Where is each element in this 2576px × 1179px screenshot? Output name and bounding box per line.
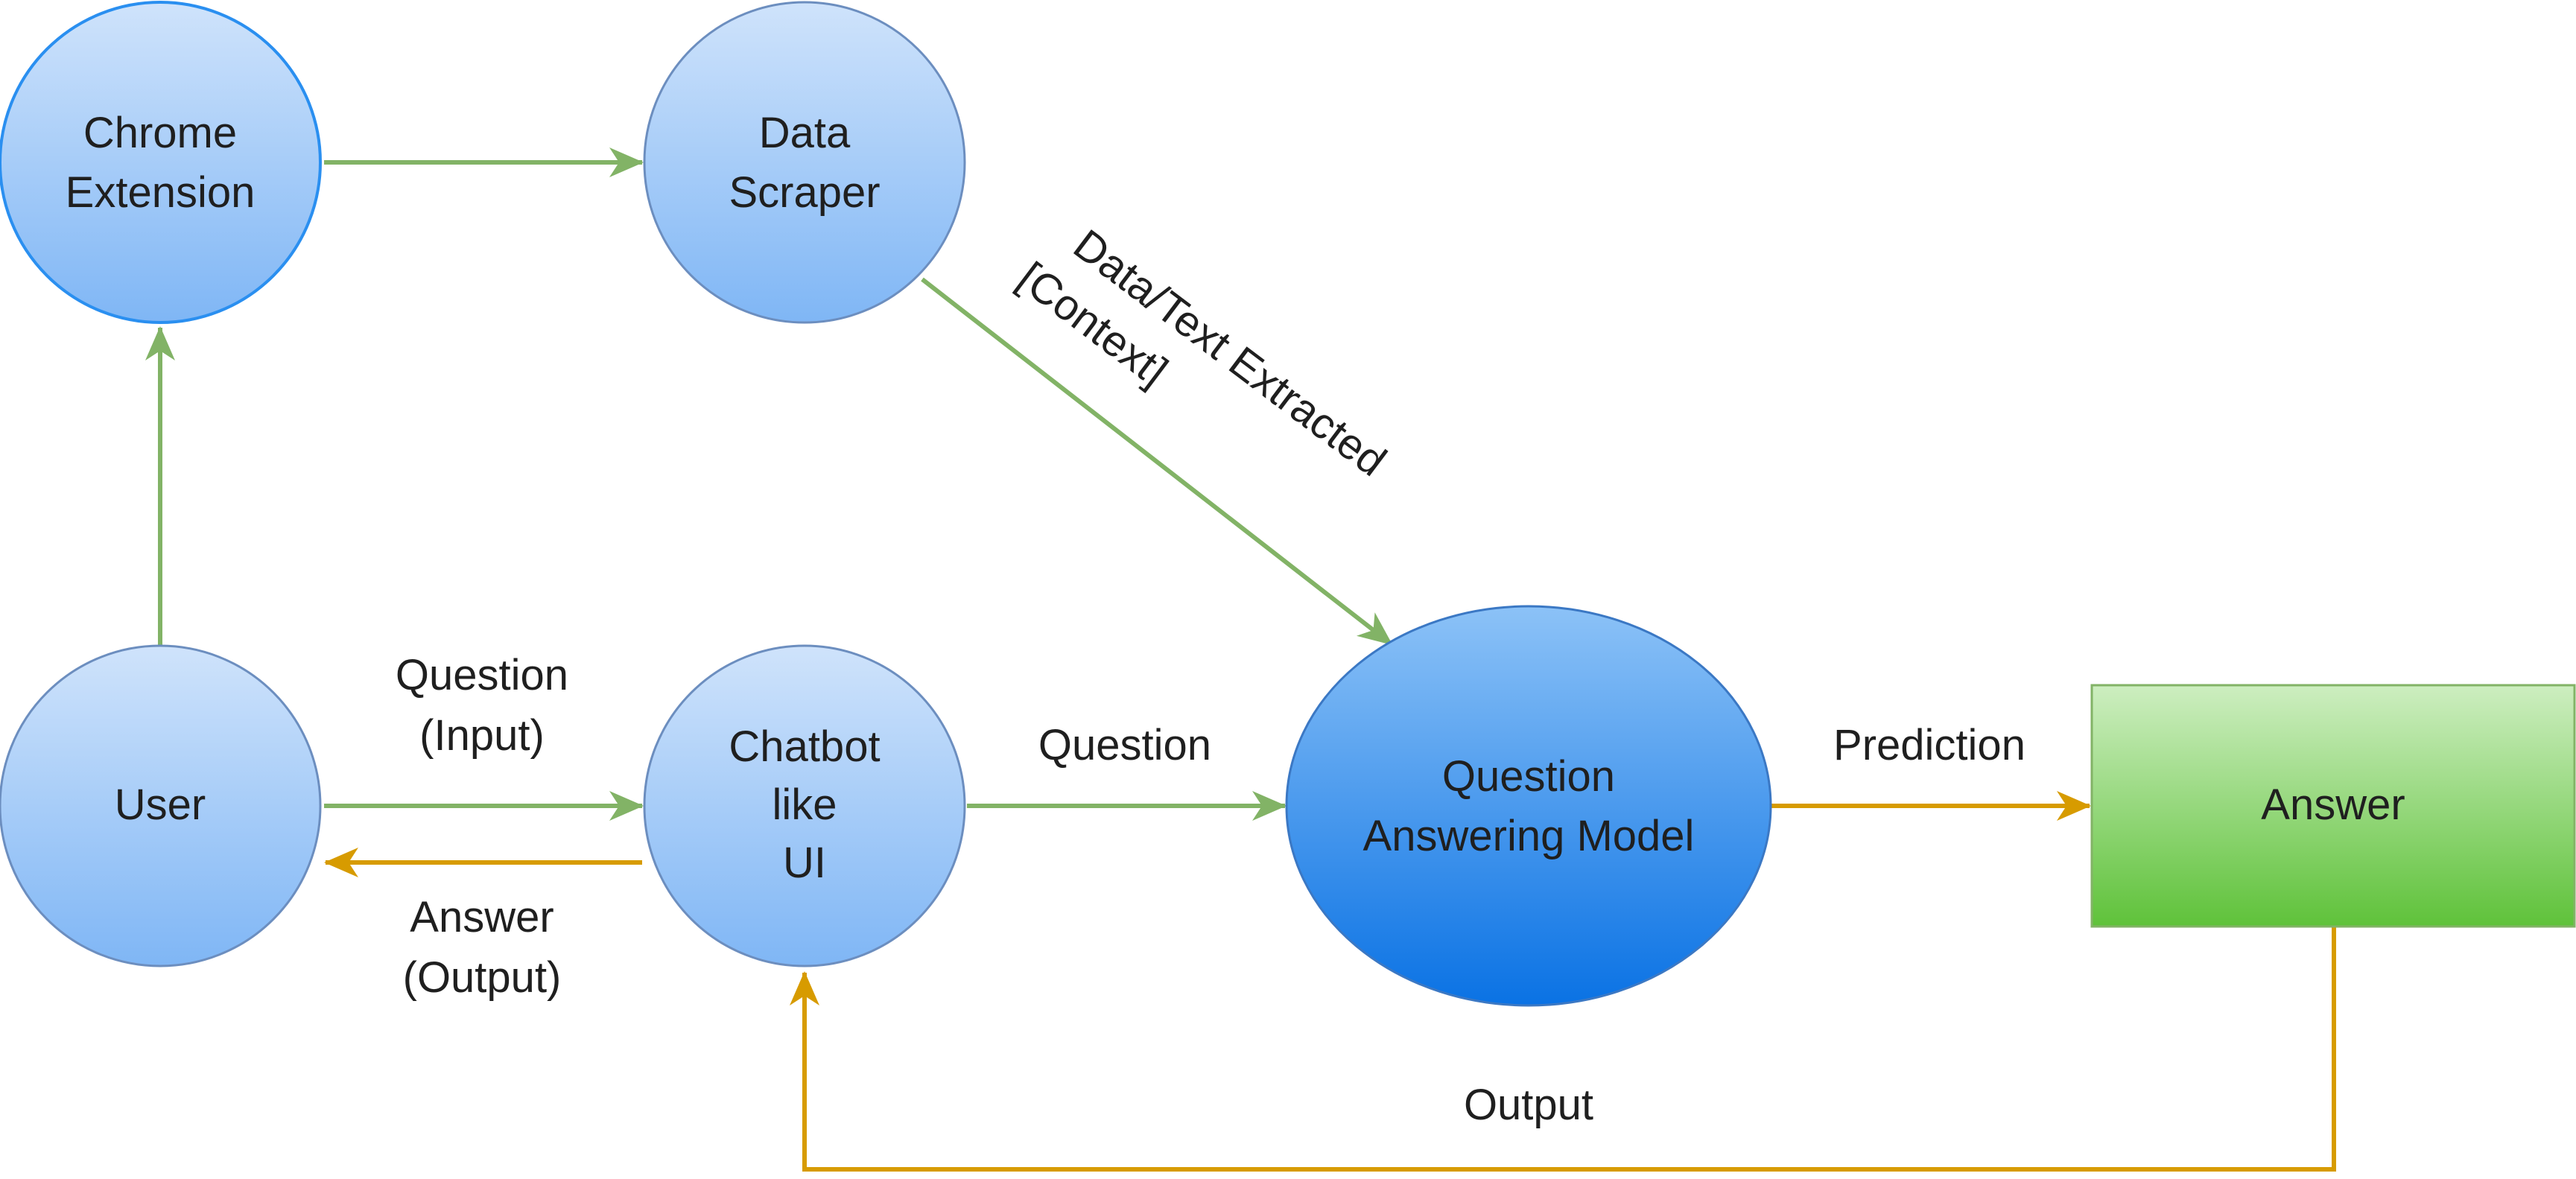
node-chatbot-ui-line2: like (772, 781, 837, 829)
node-chrome-extension-line1: Chrome (83, 109, 237, 157)
node-data-scraper-line1: Data (759, 109, 851, 157)
edge-answer-to-chatbot (790, 927, 2336, 1172)
edge-label-extracted: Data/Text Extracted [Context] (1009, 220, 1395, 486)
node-data-scraper: Data Scraper (643, 1, 966, 324)
edge-label-question: Question (1038, 721, 1211, 769)
node-chrome-extension: Chrome Extension (0, 1, 322, 324)
node-qa-model-line2: Answering Model (1363, 812, 1695, 860)
node-answer: Answer (2090, 684, 2576, 928)
edge-label-answer-output-line2: (Output) (403, 953, 562, 1002)
edge-label-question-input-line2: (Input) (419, 711, 545, 760)
edge-scraper-to-model (921, 277, 1393, 646)
edge-label-question-input-line1: Question (396, 651, 568, 699)
node-user-label: User (115, 781, 206, 829)
node-answer-label: Answer (2261, 781, 2405, 829)
node-qa-model-line1: Question (1442, 752, 1615, 801)
edge-label-answer-output-line1: Answer (410, 893, 553, 941)
node-chatbot-ui-line1: Chatbot (729, 722, 880, 771)
node-data-scraper-line2: Scraper (729, 168, 880, 217)
node-question-answering-model: Question Answering Model (1285, 605, 1772, 1007)
node-chrome-extension-line2: Extension (66, 168, 256, 217)
node-user: User (0, 644, 322, 967)
node-chatbot-ui-line3: UI (783, 839, 826, 887)
edge-label-prediction: Prediction (1833, 721, 2025, 769)
node-chatbot-ui: Chatbot like UI (643, 644, 966, 967)
edge-label-output: Output (1464, 1081, 1593, 1129)
